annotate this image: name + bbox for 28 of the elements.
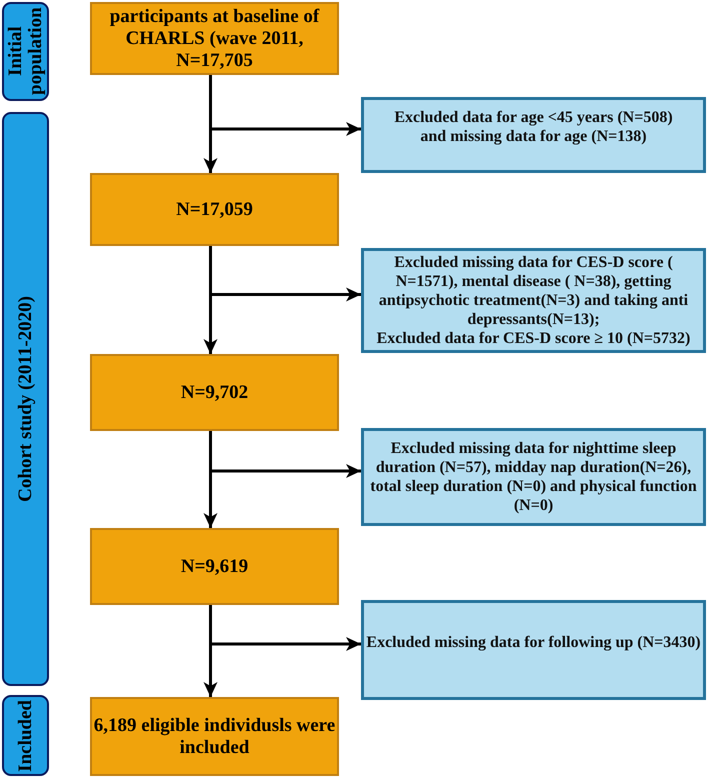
step-text: participants at baseline of CHARLS (wave 2011, N=17,705 bbox=[108, 6, 320, 72]
process-box bbox=[90, 528, 339, 605]
stage-label: Initial population bbox=[6, 6, 46, 98]
arrow bbox=[209, 605, 361, 651]
step-text: N=9,619 bbox=[180, 556, 248, 578]
exclusion-text: Excluded missing data for nighttime sleep duration (N=57), midday nap duration(N=26), total sleep duration (N=0) and physical function (N=0) bbox=[369, 439, 698, 515]
exclusion-text: Excluded missing data for following up (N=3430) bbox=[366, 633, 701, 652]
step-text: N=17,059 bbox=[176, 198, 253, 220]
exclusion-text: Excluded data for CES-D score ≥ 10 (N=5732) bbox=[376, 329, 690, 348]
process-box bbox=[90, 354, 339, 431]
process-box bbox=[90, 173, 339, 246]
exclusion-text: Excluded data for age <45 years (N=508) and missing data for age (N=138) bbox=[393, 108, 674, 146]
process-box bbox=[90, 697, 339, 776]
exclusion-box bbox=[361, 600, 706, 700]
stage-label: Cohort study (2011-2020) bbox=[16, 296, 36, 502]
arrow bbox=[209, 75, 361, 136]
stage-band bbox=[2, 695, 49, 776]
process-box bbox=[90, 2, 339, 75]
stage-label: Included bbox=[16, 700, 36, 772]
arrow bbox=[209, 246, 361, 302]
exclusion-text: Excluded missing data for CES-D score ( N=1571), mental disease ( N=38), getting antipsychotic treatment(N=3) and taking anti depressants(N=13); bbox=[378, 253, 690, 329]
stage-band bbox=[2, 112, 49, 686]
step-text: N=9,702 bbox=[180, 382, 248, 404]
step-text: 6,189 eligible individusls were included bbox=[92, 714, 336, 758]
exclusion-box bbox=[361, 248, 706, 353]
exclusion-box bbox=[361, 428, 706, 526]
exclusion-box bbox=[361, 97, 706, 173]
arrow bbox=[209, 431, 361, 478]
